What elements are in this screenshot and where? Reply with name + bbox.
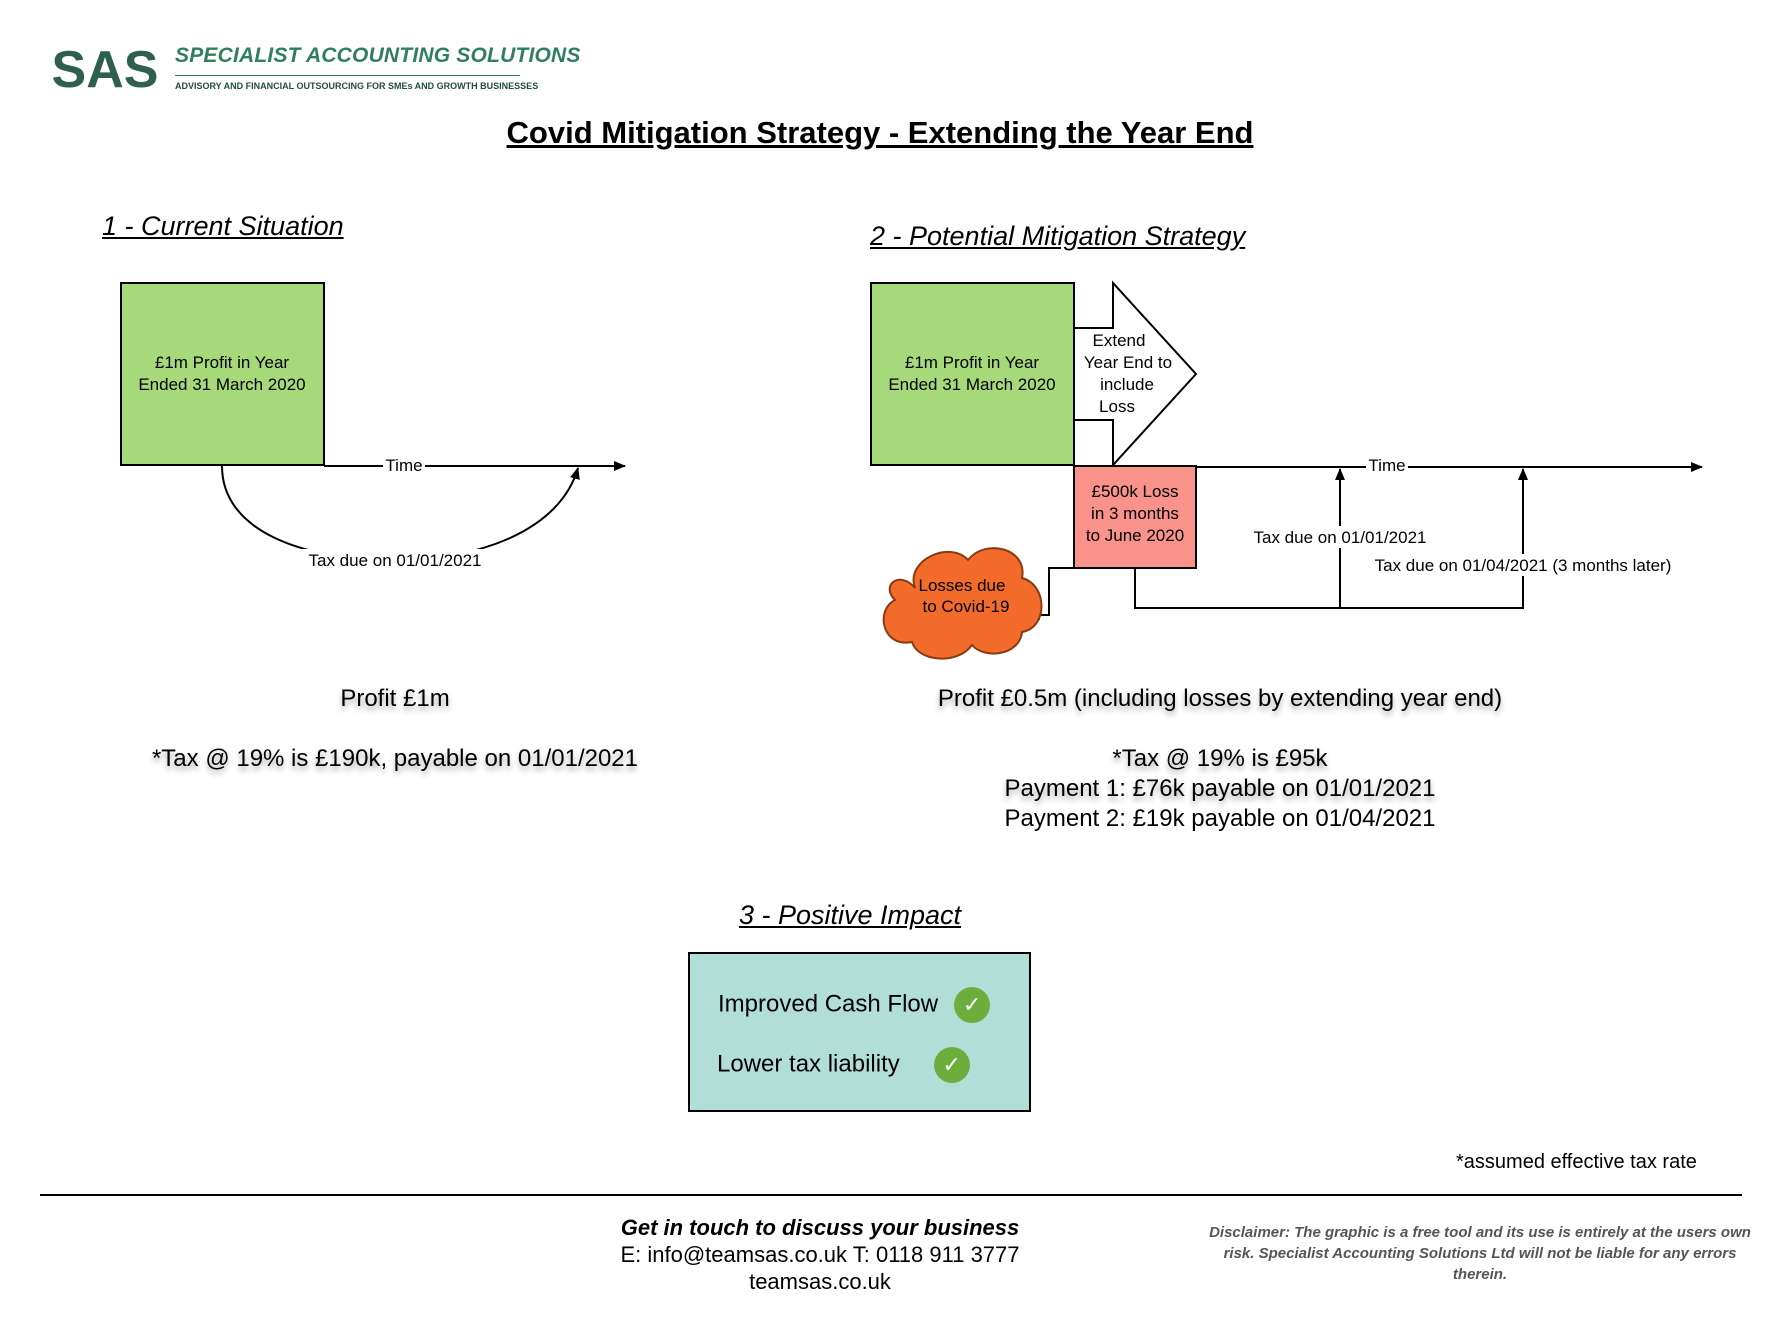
arrow-text-line2: Year End to [1084, 353, 1172, 372]
s1-time-label: Time [385, 456, 422, 475]
s1-tax-due-label: Tax due on 01/01/2021 [309, 551, 482, 570]
logo-text: SAS [52, 44, 159, 94]
check-circle-icon: ✓ [954, 987, 991, 1023]
footer-divider [40, 1194, 1742, 1196]
cloud-text-line1: Losses due [919, 576, 1006, 595]
s1-profit-summary: Profit £1m [340, 685, 450, 712]
tax-due-1-label: Tax due on 01/01/2021 [1254, 528, 1427, 547]
brand-divider [175, 75, 520, 76]
footnote: *assumed effective tax rate [1456, 1151, 1697, 1173]
contact-block: Get in touch to discuss your business E:… [600, 1214, 1040, 1295]
impact-item-label: Lower tax liability [717, 1050, 900, 1078]
contact-heading: Get in touch to discuss your business [620, 1215, 1020, 1240]
arrow-text-line4: Loss [1099, 397, 1135, 416]
section-3-title: 3 - Positive Impact [738, 900, 962, 930]
covid-losses-cloud [882, 547, 1043, 660]
impact-item: Lower tax liability ✓ [717, 1047, 970, 1083]
brand-name: SPECIALIST ACCOUNTING SOLUTIONS [175, 44, 581, 67]
tax-due-2-connector [1340, 468, 1528, 609]
page-title: Covid Mitigation Strategy - Extending th… [506, 115, 1254, 150]
s2-payment-1: Payment 1: £76k payable on 01/01/2021 [1004, 775, 1436, 802]
positive-impact-box: Improved Cash Flow ✓ Lower tax liability ✓ [688, 952, 1031, 1112]
logo-mark: SAS [48, 44, 162, 94]
section-1-diagram: £1m Profit in Year Ended 31 March 2020 T… [120, 282, 626, 571]
s2-tax-summary: *Tax @ 19% is £95k [1112, 745, 1328, 772]
s1-profit-box [120, 282, 325, 466]
contact-details[interactable]: E: info@teamsas.co.uk T: 0118 911 3777 [620, 1242, 1020, 1267]
impact-item-label: Improved Cash Flow [718, 990, 939, 1018]
section-1-title: 1 - Current Situation [102, 211, 344, 241]
s2-profit-summary: Profit £0.5m (including losses by extend… [937, 685, 1503, 712]
loss-box-line2: in 3 months [1091, 504, 1179, 523]
s1-tax-summary: *Tax @ 19% is £190k, payable on 01/01/20… [151, 745, 639, 772]
disclaimer: Disclaimer: The graphic is a free tool a… [1209, 1224, 1751, 1283]
arrow-text-line1: Extend [1093, 331, 1146, 350]
s2-profit-box-line1: £1m Profit in Year [905, 353, 1040, 372]
section-2-diagram: £1m Profit in Year Ended 31 March 2020 E… [870, 280, 1703, 660]
s1-profit-box-line1: £1m Profit in Year [155, 353, 290, 372]
tax-due-2-label: Tax due on 01/04/2021 (3 months later) [1375, 556, 1672, 575]
website-link[interactable]: teamsas.co.uk [749, 1269, 891, 1294]
s2-profit-box-line2: Ended 31 March 2020 [888, 375, 1055, 394]
s1-profit-box-line2: Ended 31 March 2020 [138, 375, 305, 394]
arrow-text-line3: include [1100, 375, 1154, 394]
loss-box-line1: £500k Loss [1092, 482, 1179, 501]
cloud-text-line2: to Covid-19 [923, 597, 1010, 616]
extend-year-end-arrow [1073, 280, 1198, 468]
brand-tagline: ADVISORY AND FINANCIAL OUTSOURCING FOR S… [175, 81, 539, 91]
s2-loss-box [1073, 465, 1197, 569]
s1-tax-curve [221, 465, 580, 562]
impact-item: Improved Cash Flow ✓ [718, 987, 991, 1023]
s2-profit-box [870, 282, 1075, 466]
loss-box-line3: to June 2020 [1086, 526, 1184, 545]
s2-time-label: Time [1368, 456, 1405, 475]
s2-payment-2: Payment 2: £19k payable on 01/04/2021 [1004, 805, 1436, 832]
section-2-title: 2 - Potential Mitigation Strategy [870, 221, 1246, 251]
check-circle-icon: ✓ [933, 1047, 970, 1083]
